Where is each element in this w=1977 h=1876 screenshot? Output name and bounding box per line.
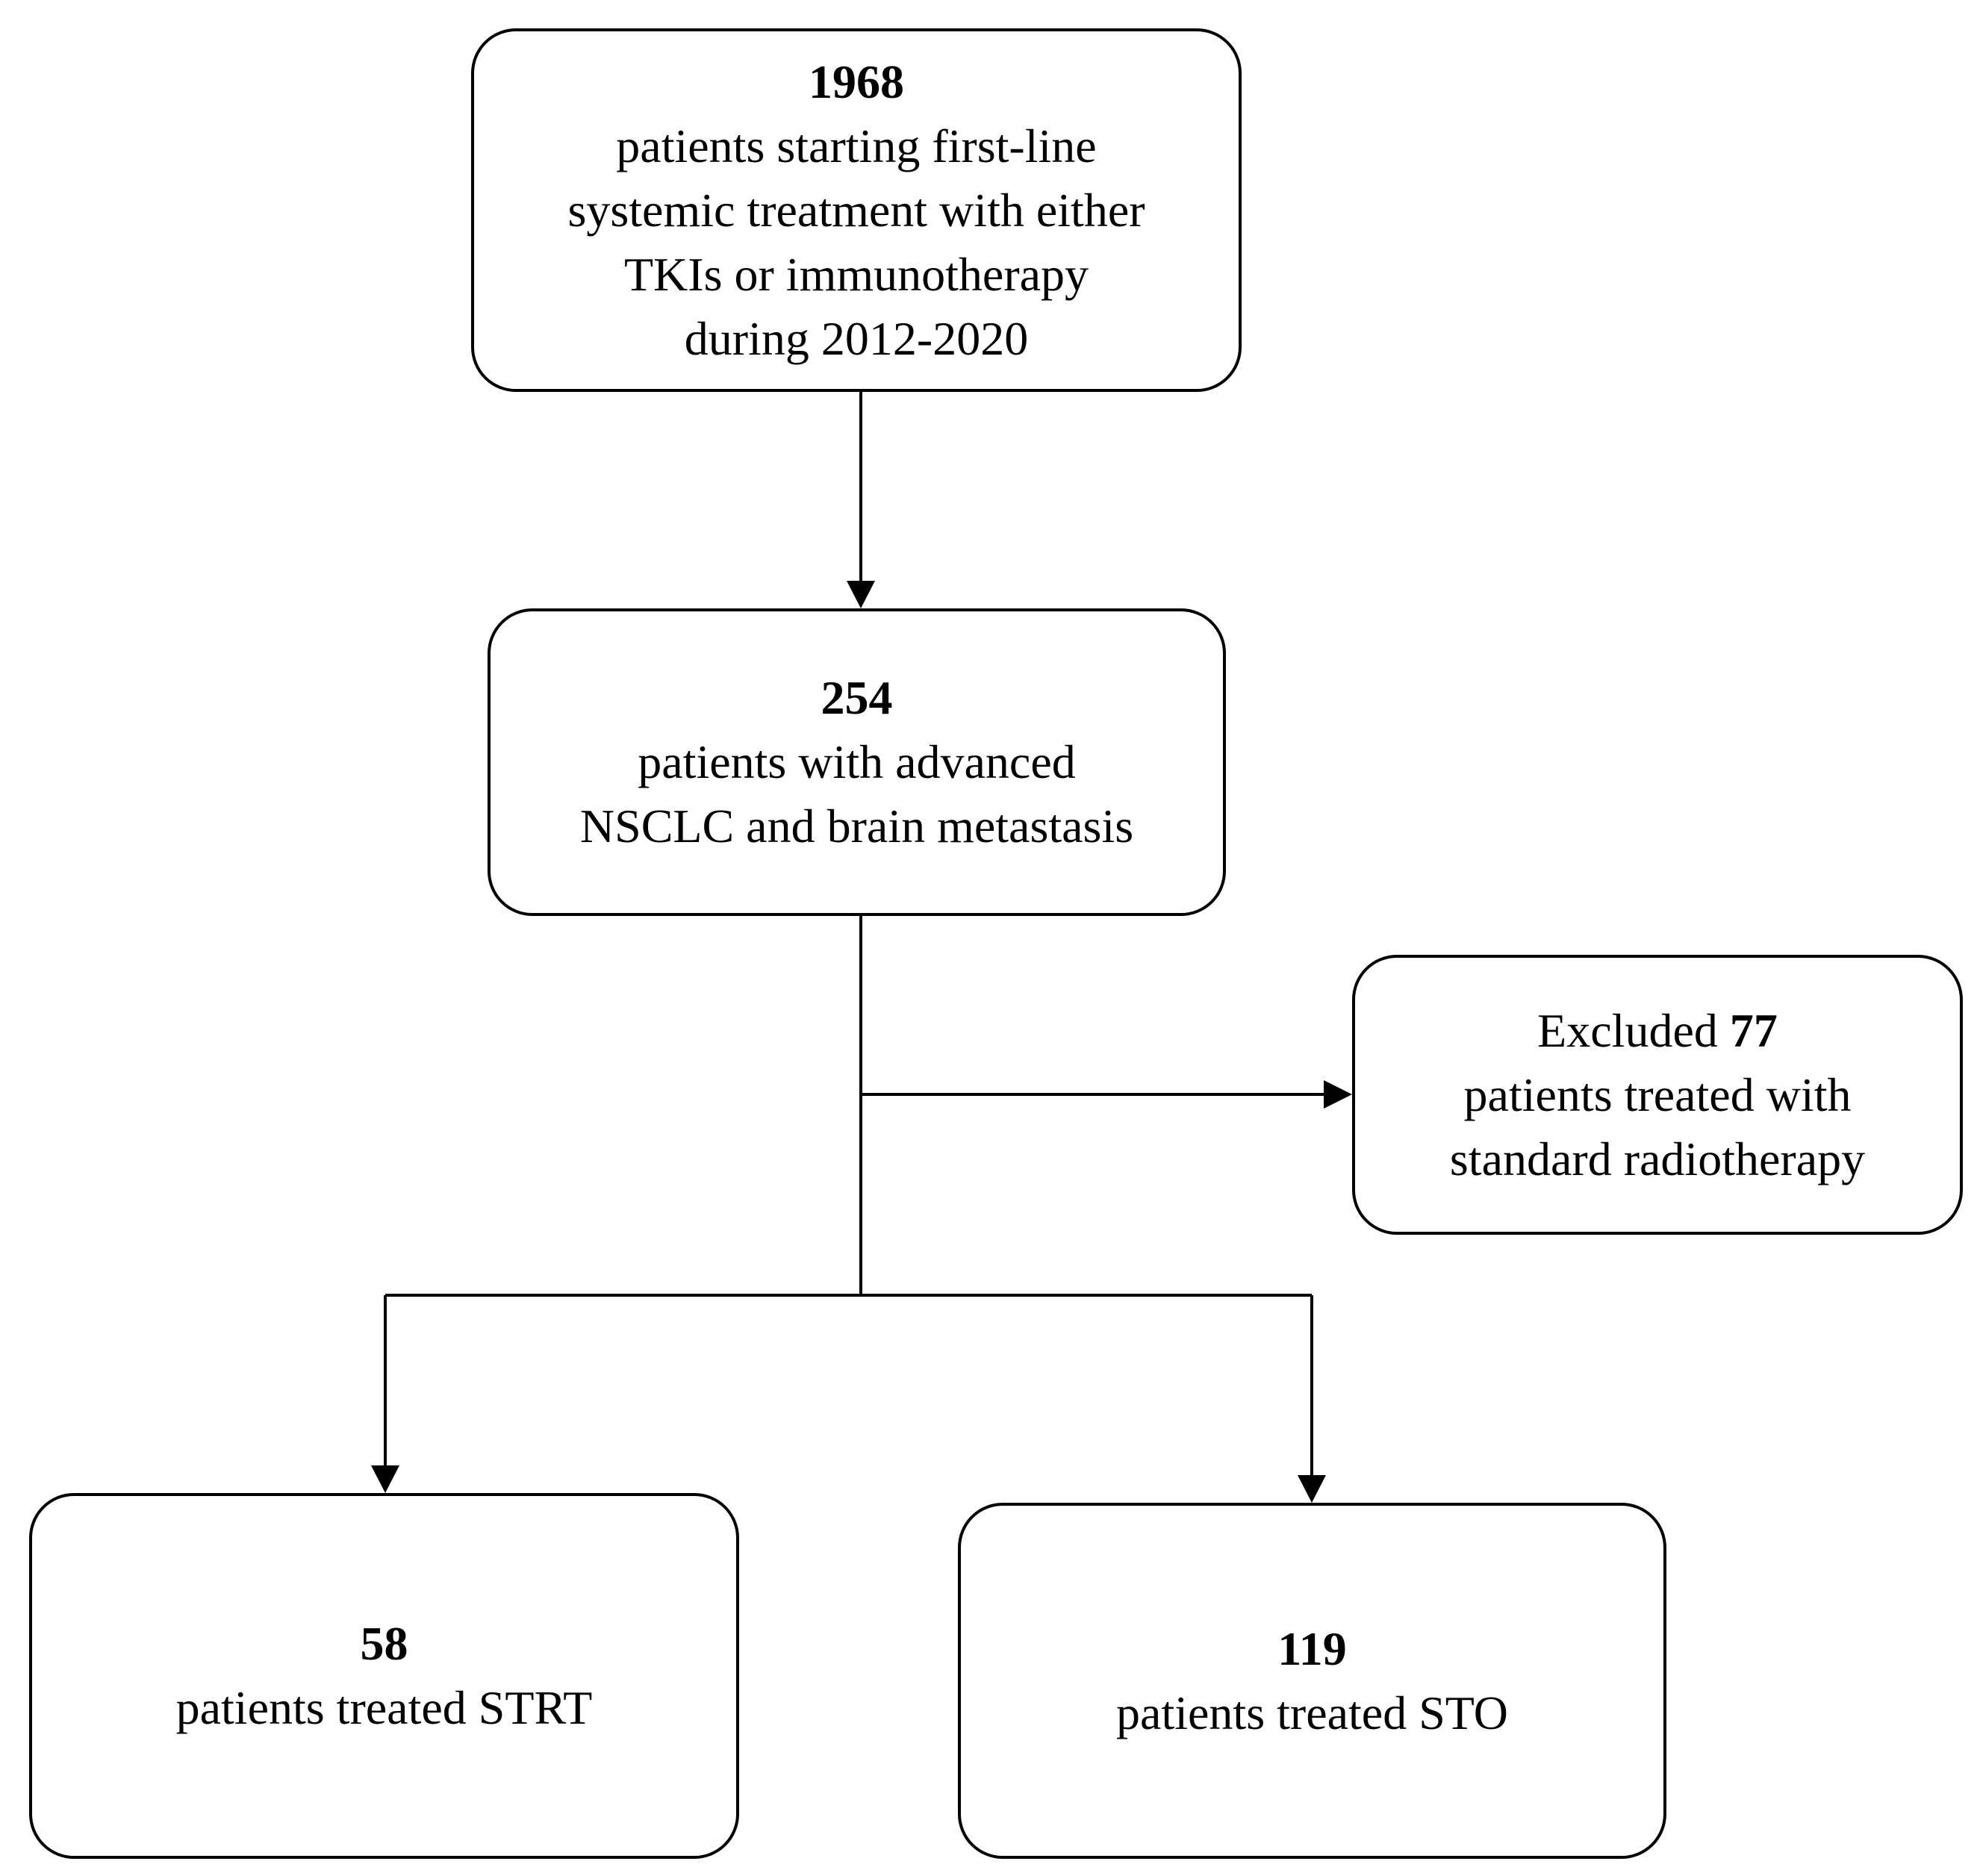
nsclc-count: 254 [821, 671, 893, 724]
initial-cohort-text-line-1: patients starting first-line [616, 119, 1097, 172]
initial-cohort-text-line-4: during 2012-2020 [684, 311, 1029, 365]
arrowhead-to-nsclc [847, 581, 875, 608]
strt-count: 58 [360, 1617, 408, 1670]
arrowhead-to-sto [1298, 1475, 1326, 1503]
arrowhead-to-strt [371, 1465, 399, 1493]
box-strt-group: 58 patients treated STRT [29, 1493, 739, 1859]
excluded-prefix: Excluded [1537, 1003, 1730, 1057]
sto-count: 119 [1277, 1621, 1347, 1675]
arrowhead-to-excluded [1324, 1080, 1352, 1109]
nsclc-text-line-1: patients with advanced [638, 735, 1076, 788]
initial-cohort-text-line-3: TKIs or immunotherapy [623, 247, 1089, 301]
sto-label: patients treated STO [1116, 1686, 1508, 1739]
excluded-text-line-1: patients treated with [1463, 1068, 1852, 1121]
strt-label: patients treated STRT [175, 1681, 593, 1734]
initial-cohort-text-line-2: systemic treatment with either [567, 183, 1145, 237]
initial-cohort-count: 1968 [809, 54, 904, 108]
box-sto-group: 119 patients treated STO [958, 1503, 1666, 1859]
excluded-text-line-2: standard radiotherapy [1449, 1132, 1866, 1185]
box-initial-cohort: 1968 patients starting first-line system… [471, 28, 1242, 392]
box-nsclc-brain-metastasis: 254 patients with advanced NSCLC and bra… [488, 608, 1226, 916]
box-excluded: Excluded 77 patients treated with standa… [1352, 955, 1963, 1235]
excluded-header: Excluded 77 [1537, 999, 1778, 1063]
excluded-count: 77 [1729, 1003, 1778, 1057]
nsclc-text-line-2: NSCLC and brain metastasis [579, 800, 1134, 853]
